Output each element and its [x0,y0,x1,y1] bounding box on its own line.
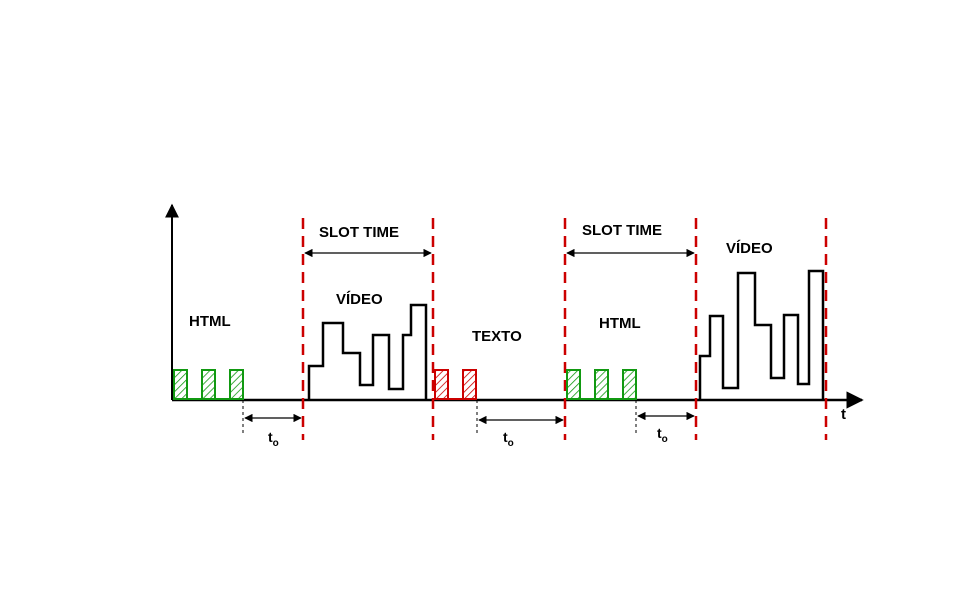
html-packets-1 [173,369,244,400]
video-label-1: VÍDEO [336,291,383,308]
to-label: t [268,429,273,445]
to-interval-1: to [242,400,302,449]
html-packet [229,369,244,400]
svg-text:to: to [268,429,279,449]
html-packet [173,369,188,400]
t-axis-label: t [841,406,846,423]
html-packets-2 [566,369,637,400]
slot-time-label-2: SLOT TIME [582,222,662,239]
to-subscript: o [273,438,279,449]
texto-packet [434,369,449,400]
html-packet [201,369,216,400]
html-label-2: HTML [599,315,641,332]
to-interval-2: to [476,400,564,449]
html-label-1: HTML [189,313,231,330]
video-label-2: VÍDEO [726,240,773,257]
video-trace-1 [307,303,428,400]
slot-dividers [301,218,828,440]
texto-packets [434,369,477,400]
to-subscript: o [662,434,668,445]
texto-packet [462,369,477,400]
to-subscript: o [508,438,514,449]
svg-text:to: to [503,429,514,449]
html-packet [594,369,609,400]
to-label: t [657,425,662,441]
to-interval-3: to [635,400,695,445]
slot-time-label-1: SLOT TIME [319,224,399,241]
video-trace-2 [698,269,825,400]
texto-label: TEXTO [472,328,522,345]
svg-text:to: to [657,425,668,445]
html-packet [622,369,637,400]
html-packet [566,369,581,400]
to-label: t [503,429,508,445]
